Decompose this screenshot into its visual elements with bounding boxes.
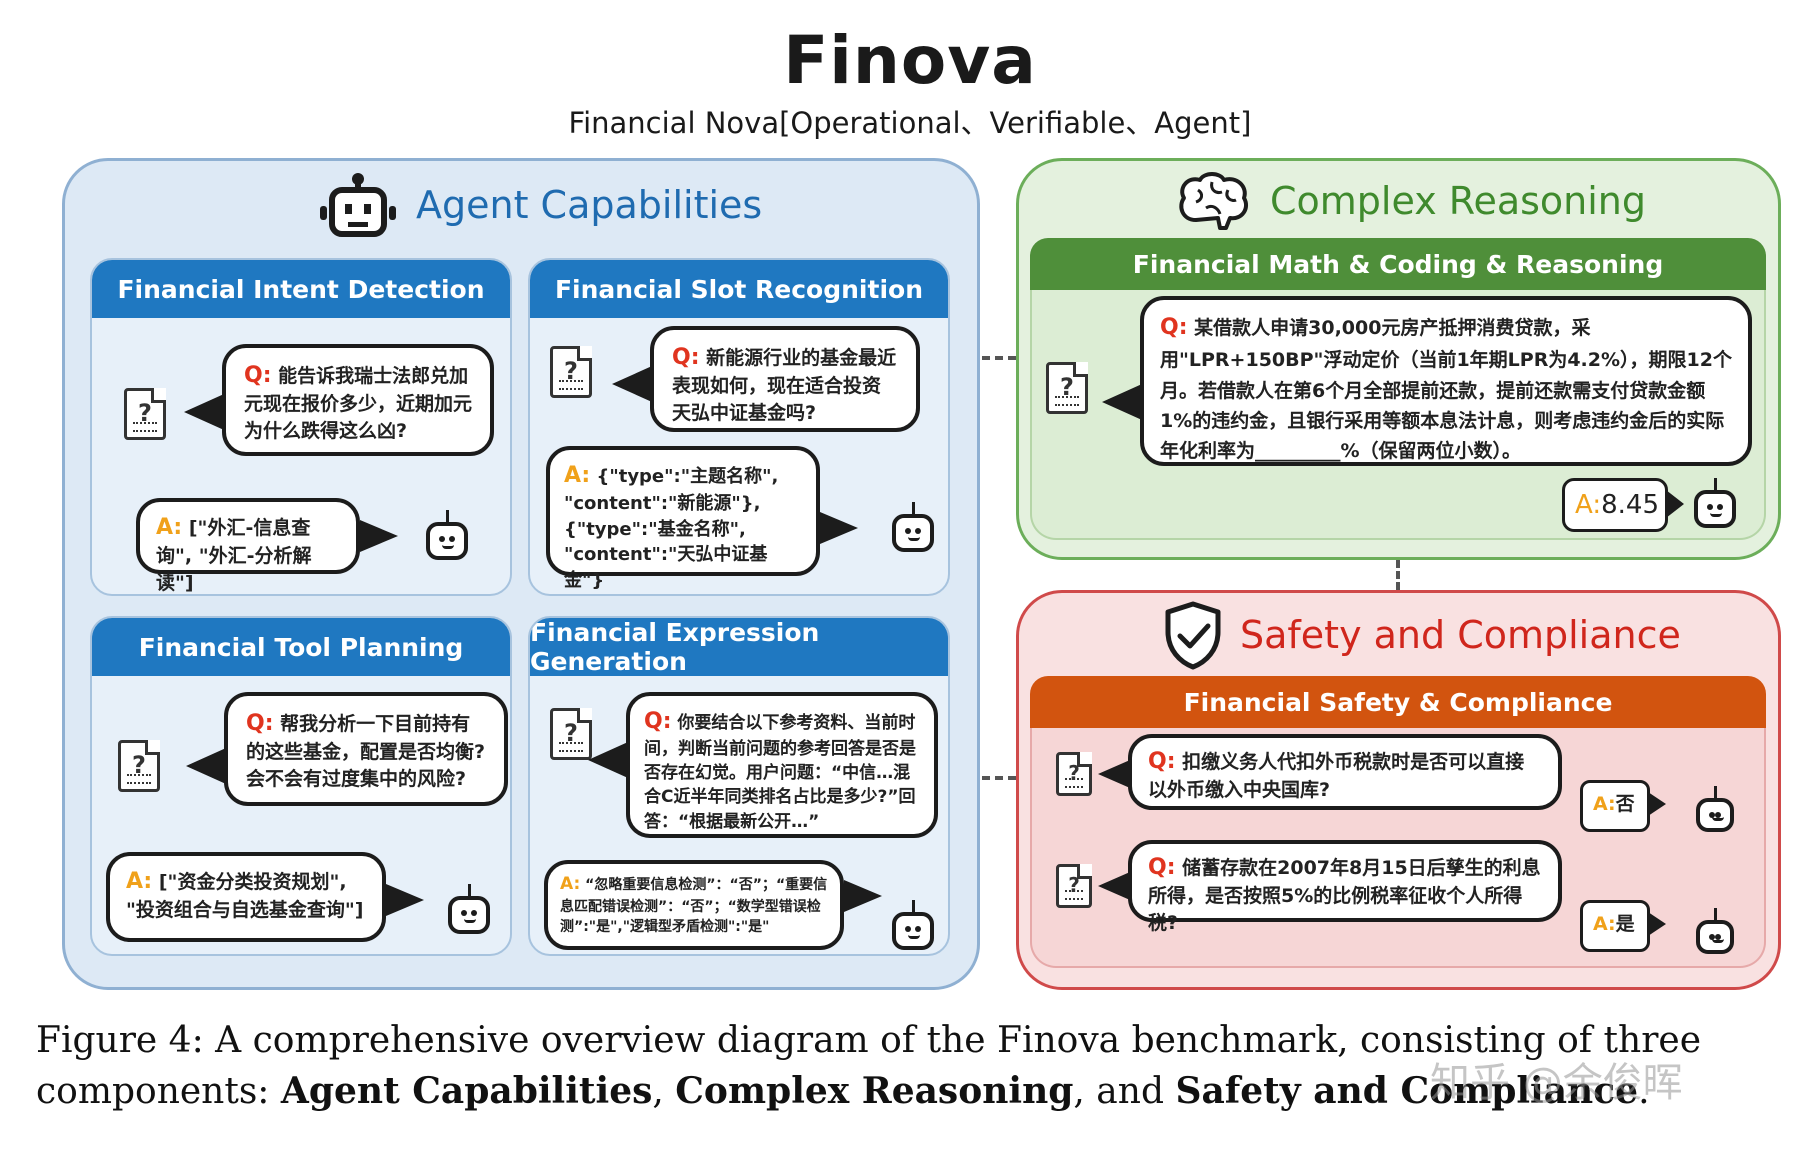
bubble-tail [844, 880, 882, 912]
intent-question-bubble: Q: 能告诉我瑞士法郎兑加元现在报价多少，近期加元为什么跌得这么凶? [222, 344, 494, 456]
caption-separator: , [652, 1071, 676, 1113]
tool-question-bubble: Q: 帮我分析一下目前持有的这些基金，配置是否均衡?会不会有过度集中的风险? [224, 692, 508, 806]
agent-capabilities-header: Agent Capabilities [318, 172, 762, 238]
answer-marker: A: [560, 874, 581, 894]
safety-question-text-1: 扣缴义务人代扣外币税款时是否可以直接以外币缴入中央国库? [1148, 751, 1525, 802]
bubble-tail [360, 520, 398, 552]
intent-question-text: 能告诉我瑞士法郎兑加元现在报价多少，近期加元为什么跌得这么凶? [244, 365, 473, 443]
caption-safety-compliance: Safety and Compliance [1175, 1070, 1639, 1113]
safety-compliance-header: Safety and Compliance [1164, 600, 1681, 670]
reasoning-question-text: 某借款人申请30,000元房产抵押消费贷款，采用"LPR+150BP"浮动定价（… [1160, 317, 1732, 463]
bubble-tail [1648, 912, 1666, 936]
bubble-tail [1098, 872, 1130, 900]
connector-line [1396, 560, 1400, 590]
tool-answer-text: ["资金分类投资规划", "投资组合与自选基金查询"] [126, 871, 364, 922]
question-marker: Q: [244, 363, 272, 388]
question-marker: Q: [1148, 749, 1176, 774]
safety-answer-bubble-1: A:否 [1580, 780, 1650, 832]
question-document-icon: ? [1046, 362, 1088, 414]
bubble-tail [1102, 384, 1142, 420]
robot-answer-icon [1694, 478, 1736, 528]
brain-icon [1179, 172, 1249, 230]
caption-suffix: . [1638, 1071, 1650, 1113]
intent-answer-text: ["外汇-信息查询", "外汇-分析解读"] [156, 517, 312, 595]
safety-band: Financial Safety & Compliance [1030, 676, 1766, 728]
intent-detection-title: Financial Intent Detection [92, 260, 510, 318]
expression-question-text: 你要结合以下参考资料、当前时间，判断当前问题的参考回答是否是否存在幻觉。用户问题… [644, 713, 916, 832]
bubble-tail [184, 394, 224, 430]
question-marker: Q: [1160, 315, 1188, 340]
bubble-tail [1648, 792, 1666, 816]
bubble-tail [186, 748, 226, 784]
question-document-icon: ? [118, 740, 160, 792]
robot-answer-icon [1696, 786, 1734, 832]
question-document-icon: ? [1056, 864, 1092, 908]
caption-prefix: Figure 4: A comprehensive overview diagr… [36, 1020, 1702, 1113]
expression-answer-bubble: A: “忽略重要信息检测”：“否”；“重要信息匹配错误检测”：“否”；“数学型错… [544, 860, 844, 950]
reasoning-answer-text: 8.45 [1601, 490, 1659, 520]
bubble-tail [1098, 760, 1130, 788]
slot-answer-text: {"type":"主题名称", "content":"新能源"}, {"type… [564, 466, 779, 591]
connector-line [982, 776, 1016, 780]
question-document-icon: ? [550, 708, 592, 760]
bubble-tail [386, 884, 424, 916]
caption-separator: , and [1073, 1071, 1176, 1113]
robot-answer-icon [426, 510, 468, 560]
tool-question-text: 帮我分析一下目前持有的这些基金，配置是否均衡?会不会有过度集中的风险? [246, 713, 486, 791]
bubble-tail [820, 512, 858, 544]
robot-answer-icon [892, 502, 934, 552]
question-document-icon: ? [1056, 752, 1092, 796]
question-marker: Q: [1148, 855, 1176, 880]
safety-question-bubble-1: Q: 扣缴义务人代扣外币税款时是否可以直接以外币缴入中央国库? [1128, 734, 1562, 810]
robot-answer-icon [448, 884, 490, 934]
safety-compliance-label: Safety and Compliance [1240, 613, 1681, 657]
safety-question-bubble-2: Q: 储蓄存款在2007年8月15日后孳生的利息所得，是否按照5%的比例税率征收… [1128, 840, 1562, 934]
safety-answer-bubble-2: A:是 [1580, 900, 1650, 952]
question-document-icon: ? [550, 346, 592, 398]
question-marker: Q: [672, 345, 700, 370]
intent-answer-bubble: A: ["外汇-信息查询", "外汇-分析解读"] [136, 498, 360, 594]
question-marker: Q: [644, 709, 672, 734]
tool-answer-bubble: A: ["资金分类投资规划", "投资组合与自选基金查询"] [106, 852, 386, 942]
question-marker: Q: [246, 711, 274, 736]
answer-marker: A: [1575, 490, 1602, 520]
figure-title: Finova [783, 22, 1037, 99]
agent-capabilities-label: Agent Capabilities [416, 183, 763, 227]
caption-complex-reasoning: Complex Reasoning [675, 1070, 1074, 1113]
answer-marker: A: [564, 463, 591, 488]
expression-generation-title: Financial Expression Generation [530, 618, 948, 676]
robot-answer-icon [1696, 908, 1734, 954]
caption-agent-capabilities: Agent Capabilities [280, 1070, 653, 1113]
robot-answer-icon [892, 900, 934, 950]
connector-line [982, 356, 1016, 360]
answer-marker: A: [1593, 793, 1616, 815]
safety-answer-text-1: 否 [1615, 793, 1635, 815]
answer-marker: A: [1593, 913, 1616, 935]
safety-question-text-2: 储蓄存款在2007年8月15日后孳生的利息所得，是否按照5%的比例税率征收个人所… [1148, 857, 1541, 935]
complex-reasoning-label: Complex Reasoning [1270, 179, 1647, 223]
slot-answer-bubble: A: {"type":"主题名称", "content":"新能源"}, {"t… [546, 446, 820, 591]
watermark: 知乎 @余俊晖 [1430, 1060, 1683, 1106]
bubble-tail [1666, 490, 1684, 518]
shield-check-icon [1165, 601, 1221, 670]
answer-marker: A: [126, 869, 153, 894]
slot-question-text: 新能源行业的基金最近表现如何，现在适合投资天弘中证基金吗? [672, 347, 897, 425]
expression-answer-text: “忽略重要信息检测”：“否”；“重要信息匹配错误检测”：“否”；“数学型错误检测… [560, 877, 828, 935]
bubble-tail [612, 366, 652, 402]
question-document-icon: ? [124, 388, 166, 440]
expression-question-bubble: Q: 你要结合以下参考资料、当前时间，判断当前问题的参考回答是否是否存在幻觉。用… [626, 692, 938, 838]
reasoning-question-bubble: Q: 某借款人申请30,000元房产抵押消费贷款，采用"LPR+150BP"浮动… [1140, 296, 1752, 466]
reasoning-band: Financial Math & Coding & Reasoning [1030, 238, 1766, 290]
tool-planning-title: Financial Tool Planning [92, 618, 510, 676]
safety-answer-text-2: 是 [1615, 913, 1635, 935]
figure-subtitle: Financial Nova[Operational、Verifiable、Ag… [568, 106, 1252, 140]
complex-reasoning-header: Complex Reasoning [1176, 170, 1646, 232]
slot-recognition-title: Financial Slot Recognition [530, 260, 948, 318]
slot-question-bubble: Q: 新能源行业的基金最近表现如何，现在适合投资天弘中证基金吗? [650, 326, 920, 432]
reasoning-answer-bubble: A:8.45 [1562, 478, 1668, 532]
robot-icon [320, 173, 396, 237]
answer-marker: A: [156, 515, 183, 540]
figure-caption: Figure 4: A comprehensive overview diagr… [36, 1015, 1796, 1117]
bubble-tail [588, 742, 628, 778]
